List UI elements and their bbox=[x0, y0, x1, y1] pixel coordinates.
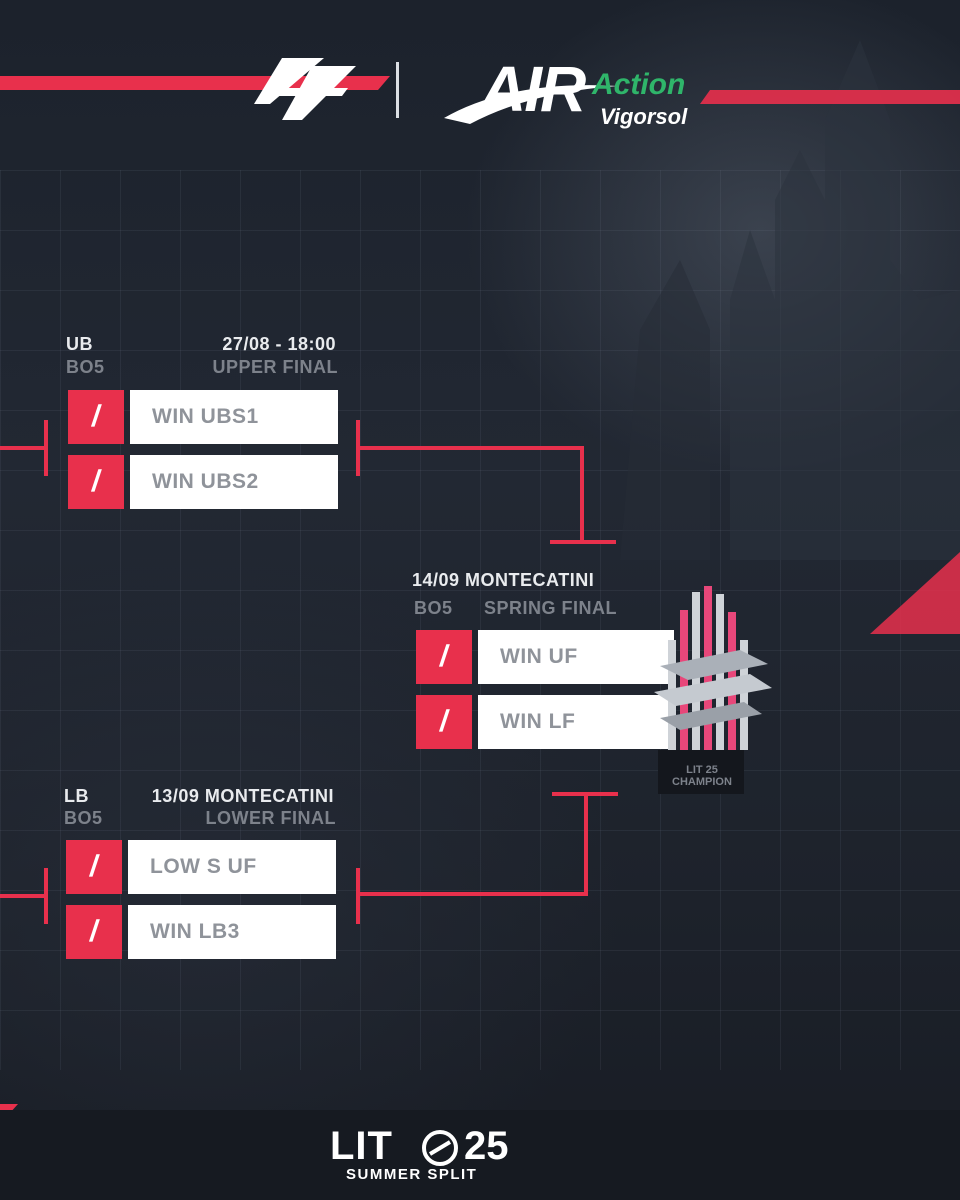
sponsor-logo: AIR Action Vigorsol bbox=[440, 48, 710, 138]
lb-team1-name: LOW S UF bbox=[150, 855, 257, 878]
lb-up-line bbox=[584, 794, 588, 896]
gf-team2-name: WIN LF bbox=[500, 710, 576, 733]
ub-team2-box[interactable]: WIN UBS2 bbox=[130, 455, 338, 509]
event-logo: LIT 25 SUMMER SPLIT bbox=[330, 1124, 630, 1184]
ub-in-line bbox=[0, 446, 48, 450]
lb-in-cap bbox=[44, 868, 48, 924]
lit-logo-icon bbox=[254, 58, 356, 120]
trophy-label-line1: LIT 25 bbox=[686, 764, 718, 776]
event-logo-emblem-icon bbox=[422, 1130, 458, 1166]
gf-date-place: 14/09 MONTECATINI bbox=[412, 570, 595, 590]
lb-team1-box[interactable]: LOW S UF bbox=[128, 840, 336, 894]
event-subtitle: SUMMER SPLIT bbox=[346, 1166, 478, 1183]
ub-date-time: 27/08 - 18:00 bbox=[222, 334, 336, 354]
ub-team1-box[interactable]: WIN UBS1 bbox=[130, 390, 338, 444]
lb-date-place: 13/09 MONTECATINI bbox=[151, 786, 334, 806]
trophy-label: LIT 25 CHAMPION bbox=[656, 764, 748, 788]
lb-top-cap bbox=[552, 792, 618, 796]
ub-out-line bbox=[356, 446, 584, 450]
sponsor-air: AIR bbox=[480, 53, 586, 125]
lb-out-cap bbox=[356, 868, 360, 924]
gf-team2-box[interactable]: WIN LF bbox=[478, 695, 674, 749]
swoosh-icon bbox=[444, 85, 618, 124]
castle-silhouette bbox=[620, 40, 960, 560]
sponsor-action: Action bbox=[592, 68, 686, 101]
event-logo-lit: LIT bbox=[330, 1124, 393, 1168]
lb-out-line bbox=[356, 892, 588, 896]
lb-in-line bbox=[0, 894, 48, 898]
gf-match-name: SPRING FINAL bbox=[484, 598, 618, 618]
ub-bracket-label: UB bbox=[66, 334, 93, 354]
ub-in-cap bbox=[44, 420, 48, 476]
event-logo-25: 25 bbox=[464, 1124, 509, 1168]
logo-divider bbox=[396, 62, 399, 118]
ub-team2-score: / bbox=[68, 455, 124, 509]
ub-down-line bbox=[580, 446, 584, 542]
gf-team2-score: / bbox=[416, 695, 472, 749]
gf-team1-score: / bbox=[416, 630, 472, 684]
ub-team1-score: / bbox=[68, 390, 124, 444]
sponsor-vigorsol: Vigorsol bbox=[600, 104, 688, 129]
lb-format: BO5 bbox=[64, 808, 103, 828]
trophy-icon bbox=[654, 586, 772, 794]
lb-match-name: LOWER FINAL bbox=[205, 808, 336, 828]
gf-team1-box[interactable]: WIN UF bbox=[478, 630, 674, 684]
lb-team2-score: / bbox=[66, 905, 122, 959]
ub-bottom-cap bbox=[550, 540, 616, 544]
footer-band bbox=[0, 1110, 960, 1200]
lb-bracket-label: LB bbox=[64, 786, 89, 806]
gf-team1-name: WIN UF bbox=[500, 645, 578, 668]
trophy-label-line2: CHAMPION bbox=[672, 776, 732, 788]
ub-match-name: UPPER FINAL bbox=[212, 357, 338, 377]
right-accent-triangle bbox=[870, 552, 960, 634]
gf-format: BO5 bbox=[414, 598, 453, 618]
ub-team2-name: WIN UBS2 bbox=[152, 470, 259, 493]
lb-team2-box[interactable]: WIN LB3 bbox=[128, 905, 336, 959]
lb-team2-name: WIN LB3 bbox=[150, 920, 240, 943]
lb-team1-score: / bbox=[66, 840, 122, 894]
ub-format: BO5 bbox=[66, 357, 105, 377]
ub-team1-name: WIN UBS1 bbox=[152, 405, 259, 428]
